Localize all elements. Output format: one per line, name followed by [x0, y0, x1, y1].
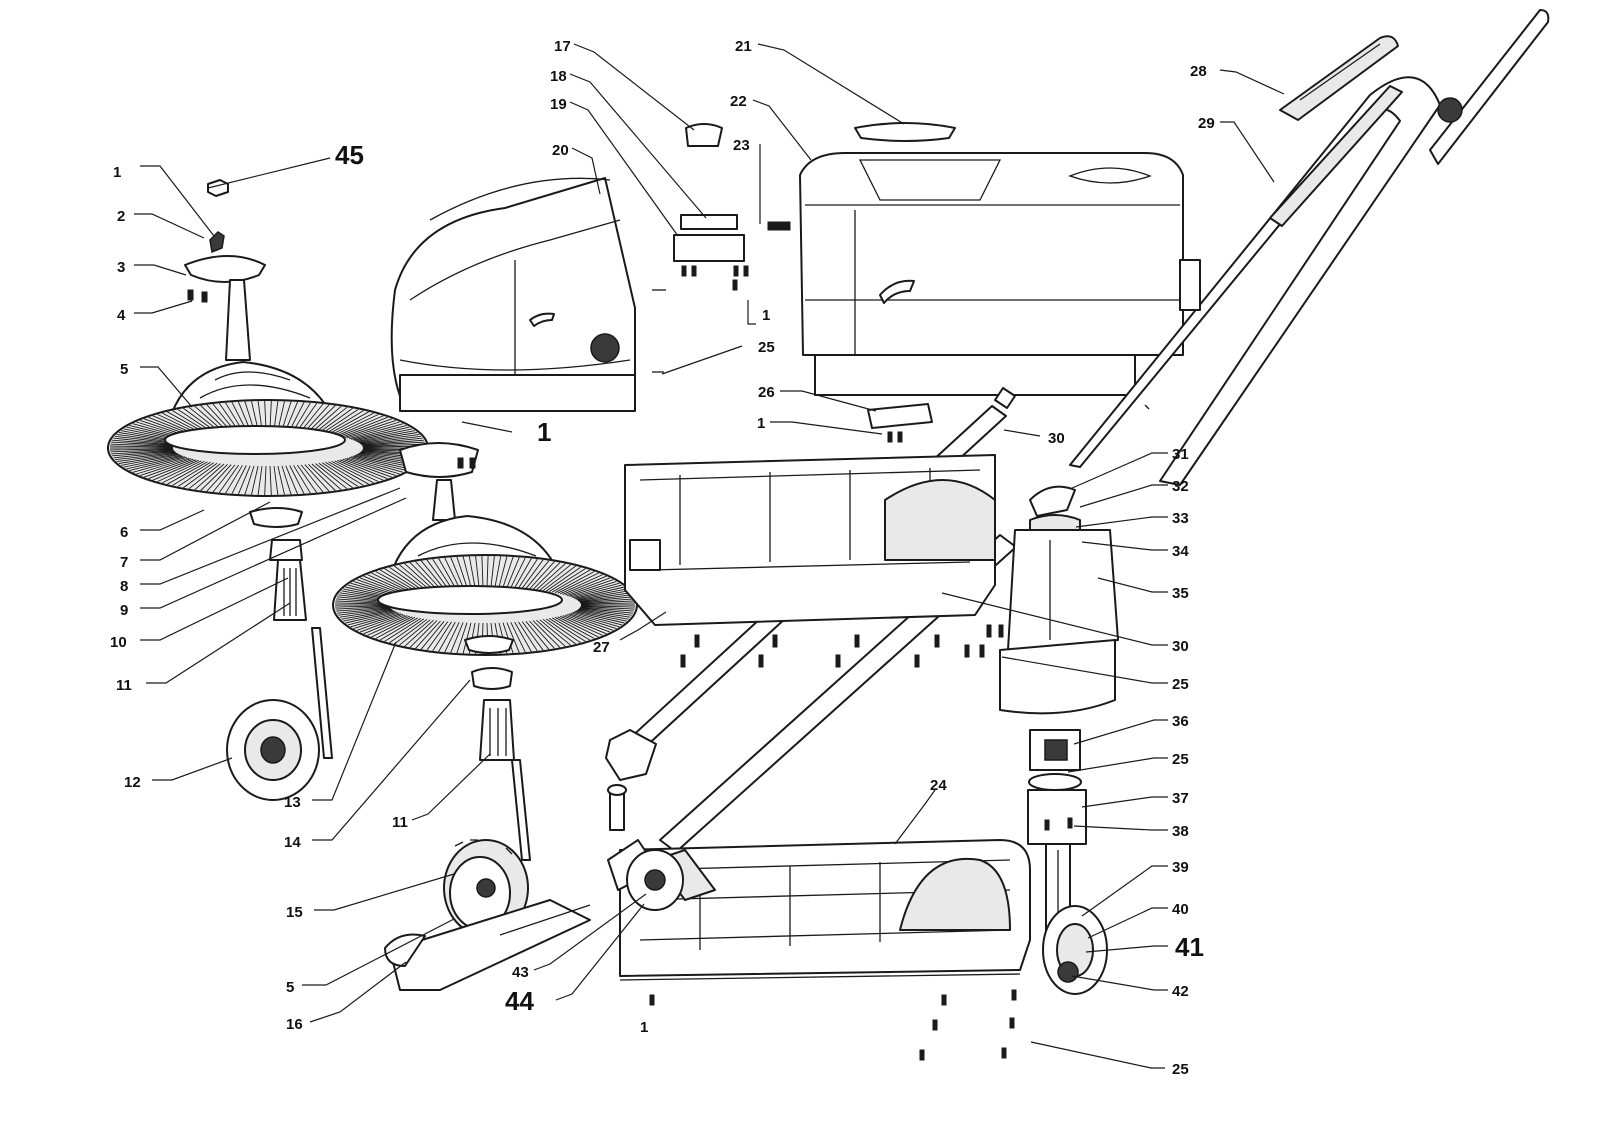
callout-20: 20: [552, 142, 569, 159]
callout-36: 36: [1172, 713, 1189, 730]
callout-1-latch: 1: [757, 415, 765, 432]
motor-column: [999, 485, 1119, 935]
callout-22: 22: [730, 93, 747, 110]
callout-29: 29: [1198, 115, 1215, 132]
callout-41: 41: [1175, 932, 1204, 962]
base-frame: [607, 784, 1031, 1061]
callout-44: 44: [505, 986, 534, 1016]
callout-25-motor: 25: [1172, 751, 1189, 768]
front-wheel-and-squeegee: [384, 839, 591, 991]
callout-26: 26: [758, 384, 775, 401]
handle-assembly: [1069, 9, 1550, 486]
callout-35: 35: [1172, 585, 1189, 602]
callout-17: 17: [554, 38, 571, 55]
callout-8: 8: [120, 578, 128, 595]
callout-30-bottom: 30: [1172, 638, 1189, 655]
callout-6: 6: [120, 524, 128, 541]
callout-40: 40: [1172, 901, 1189, 918]
callout-1-large: 1: [537, 417, 551, 447]
callout-10: 10: [110, 634, 127, 651]
callout-5-squeegee: 5: [286, 979, 294, 996]
callout-37: 37: [1172, 790, 1189, 807]
callout-9: 9: [120, 602, 128, 619]
callout-11-center: 11: [392, 814, 408, 831]
callout-1-tray: 1: [762, 307, 770, 324]
callout-25-cover: 25: [758, 339, 775, 356]
callout-16: 16: [286, 1016, 303, 1033]
callout-39: 39: [1172, 859, 1189, 876]
callout-19: 19: [550, 96, 567, 113]
callout-13: 13: [284, 794, 301, 811]
callout-4: 4: [117, 307, 126, 324]
leader-lines: [134, 43, 1285, 1069]
callout-43: 43: [512, 964, 529, 981]
callout-32: 32: [1172, 478, 1189, 495]
callout-11: 11: [116, 677, 132, 694]
latch-26: [867, 403, 933, 443]
rear-wheel: [1042, 905, 1108, 995]
brush-bristles: [110, 400, 426, 496]
small-parts-17-19: [652, 123, 749, 373]
callout-28: 28: [1190, 63, 1207, 80]
callout-5: 5: [120, 361, 128, 378]
callout-3: 3: [117, 259, 125, 276]
callout-21: 21: [735, 38, 752, 55]
callout-38: 38: [1172, 823, 1189, 840]
callout-24: 24: [930, 777, 947, 794]
callout-42: 42: [1172, 983, 1189, 1000]
callout-14: 14: [284, 834, 301, 851]
recovery-tank: [624, 454, 1004, 668]
callout-30-top: 30: [1048, 430, 1065, 447]
left-brush-assembly: [107, 179, 429, 801]
callout-1-base: 1: [640, 1019, 648, 1036]
callout-23: 23: [733, 137, 750, 154]
callout-25-base: 25: [1172, 1061, 1189, 1078]
callout-34: 34: [1172, 543, 1189, 560]
callout-2: 2: [117, 208, 125, 225]
front-cover: [390, 177, 636, 412]
callout-33: 33: [1172, 510, 1189, 527]
callout-45: 45: [335, 140, 364, 170]
callout-31: 31: [1172, 446, 1189, 463]
callout-1: 1: [113, 164, 121, 181]
callout-labels: 45 1 2 3 4 5 6 7 8 9 10 11 12 13 14 11 1…: [110, 38, 1215, 1078]
callout-12: 12: [124, 774, 141, 791]
callout-7: 7: [120, 554, 128, 571]
callout-18: 18: [550, 68, 567, 85]
solution-tank: [767, 122, 1184, 396]
callout-25-tank: 25: [1172, 676, 1189, 693]
callout-15: 15: [286, 904, 303, 921]
callout-27: 27: [593, 639, 610, 656]
